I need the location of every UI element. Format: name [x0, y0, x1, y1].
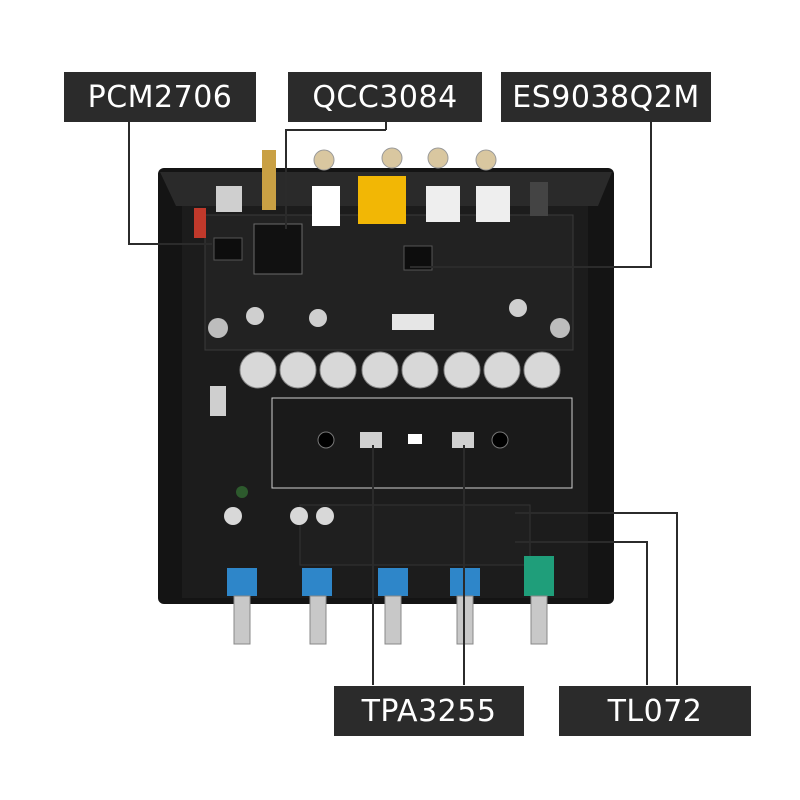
leader-es-h	[410, 266, 652, 268]
connector-white	[392, 314, 434, 330]
shaft-3	[384, 595, 402, 645]
opamp-area	[299, 504, 531, 566]
pot-5	[524, 556, 554, 596]
leader-qcc-h	[285, 129, 386, 131]
screw-left	[208, 318, 228, 338]
hole-1	[317, 431, 335, 449]
cap-small-1	[246, 307, 264, 325]
red-switch	[194, 208, 206, 238]
pot-3	[378, 568, 408, 596]
callout-qcc3084: QCC3084	[288, 72, 482, 122]
cap-a	[224, 507, 242, 525]
cap-c	[316, 507, 334, 525]
shaft-2	[309, 595, 327, 645]
leader-pcm-v	[128, 120, 130, 244]
leader-tl-v2	[646, 541, 648, 685]
white-block	[408, 434, 422, 444]
pot-1	[227, 568, 257, 596]
rca-3	[427, 147, 449, 169]
rca-2	[381, 147, 403, 169]
led	[236, 486, 248, 498]
usb-port	[216, 186, 242, 212]
speaker-terminal-1	[426, 186, 460, 222]
header-pins	[210, 386, 226, 416]
callout-tl072: TL072	[559, 686, 751, 736]
leader-tl-h1	[515, 512, 677, 514]
rca-1	[313, 149, 335, 171]
cap-small-3	[509, 299, 527, 317]
leader-tl-v1	[676, 512, 678, 685]
speaker-terminal-2	[476, 186, 510, 222]
shaft-4	[456, 595, 474, 645]
rca-4	[475, 149, 497, 171]
pcm-chip	[213, 237, 243, 261]
hole-2	[491, 431, 509, 449]
callout-tpa3255: TPA3255	[334, 686, 524, 736]
callout-es9038q2m: ES9038Q2M	[501, 72, 711, 122]
screw-right	[550, 318, 570, 338]
shaft-5	[530, 595, 548, 645]
shaft-1	[233, 595, 251, 645]
pot-2	[302, 568, 332, 596]
dc-jack	[530, 182, 548, 216]
amp-chip-2	[452, 432, 474, 448]
cap-small-2	[309, 309, 327, 327]
leader-tpa-v1	[372, 445, 374, 685]
amp-chip-1	[360, 432, 382, 448]
leader-pcm-h	[128, 243, 212, 245]
leader-es-v	[650, 120, 652, 267]
callout-pcm2706: PCM2706	[64, 72, 256, 122]
antenna-jack	[262, 150, 276, 210]
leader-qcc-v2	[285, 129, 287, 229]
capacitor-row	[239, 351, 561, 389]
qcc-module	[253, 223, 303, 275]
leader-qcc-v1	[385, 120, 387, 130]
cap-b	[290, 507, 308, 525]
pot-4	[450, 568, 480, 596]
spdif-port	[358, 176, 406, 224]
leader-tl-h2	[515, 541, 647, 543]
optical-port	[312, 186, 340, 226]
leader-tpa-v2	[463, 445, 465, 685]
